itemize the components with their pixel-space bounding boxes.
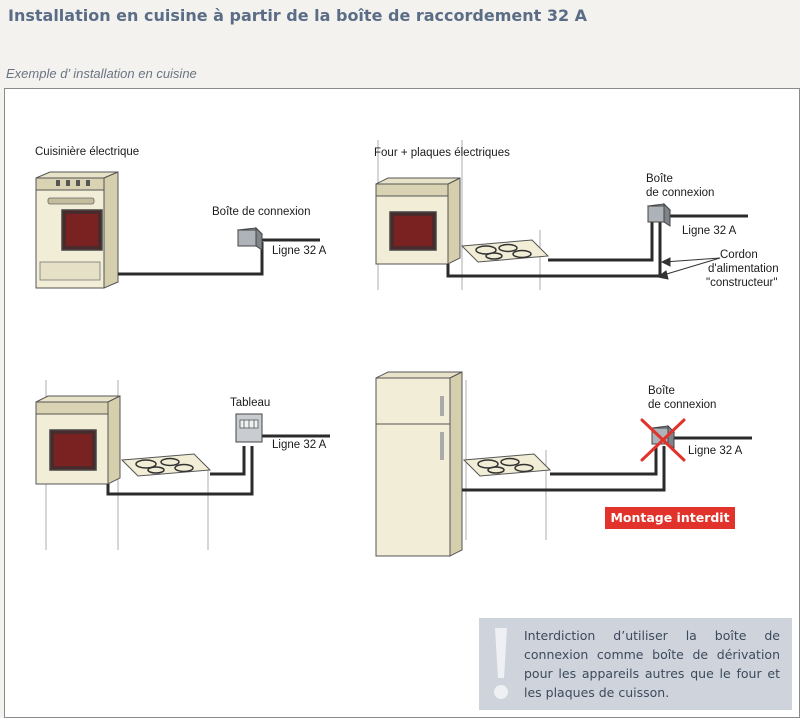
page-title: Installation en cuisine à partir de la b… [8,6,588,25]
oven-illustration [375,177,461,265]
note-text: Interdiction d’utiliser la boîte de conn… [524,628,780,700]
hob-cable-3 [210,446,246,476]
fridge-illustration [375,371,463,557]
label-cordon-3: "constructeur" [706,277,777,289]
hob-cable [548,222,654,262]
label-ligne-2: Ligne 32 A [682,225,737,237]
warning-note: Interdiction d’utiliser la boîte de conn… [479,618,792,710]
label-ligne-1: Ligne 32 A [272,245,327,257]
forbidden-cross-icon [640,418,686,462]
panel-cuisiniere: Cuisinière électrique Boîte de connexion… [35,146,327,289]
exclamation-icon [494,628,508,699]
label-four-plaques: Four + plaques électriques [374,147,510,159]
label-tableau: Tableau [230,397,270,409]
label-boite-2b: de connexion [646,187,714,199]
connection-box-4 [650,424,676,449]
oven-illustration-3 [35,395,121,485]
oven-cable-3 [106,446,254,496]
label-cuisiniere: Cuisinière électrique [35,146,139,158]
label-cordon-1: Cordon [720,249,758,261]
panel-tableau: Tableau Ligne 32 A [35,380,330,550]
label-boite-connexion-1: Boîte de connexion [212,206,310,218]
cooker-cable [118,242,264,276]
connection-box [236,226,264,251]
montage-interdit-badge: Montage interdit [605,507,735,529]
fridge-cable [462,446,666,492]
cooker-illustration [35,171,119,289]
label-boite-4a: Boîte [648,385,675,397]
section-subtitle: Exemple d’ installation en cuisine [6,66,197,81]
label-boite-2a: Boîte [646,173,673,185]
hob-illustration-4 [462,453,552,477]
hob-cable-4 [550,446,658,476]
label-cordon-2: d'alimentation [708,263,779,275]
label-boite-4b: de connexion [648,399,716,411]
electrical-panel [235,413,263,443]
hob-illustration-3 [120,453,212,477]
oven-cable [446,222,662,278]
cord-arrows [656,257,721,280]
label-ligne-3: Ligne 32 A [272,439,327,451]
hob-illustration [460,239,550,263]
label-ligne-4: Ligne 32 A [688,445,743,457]
connection-box-2 [646,202,672,227]
panel-four-plaques: Four + plaques électriques Boîte de conn… [374,140,779,290]
panel-montage-interdit: Boîte de connexion Ligne 32 A [375,371,752,557]
